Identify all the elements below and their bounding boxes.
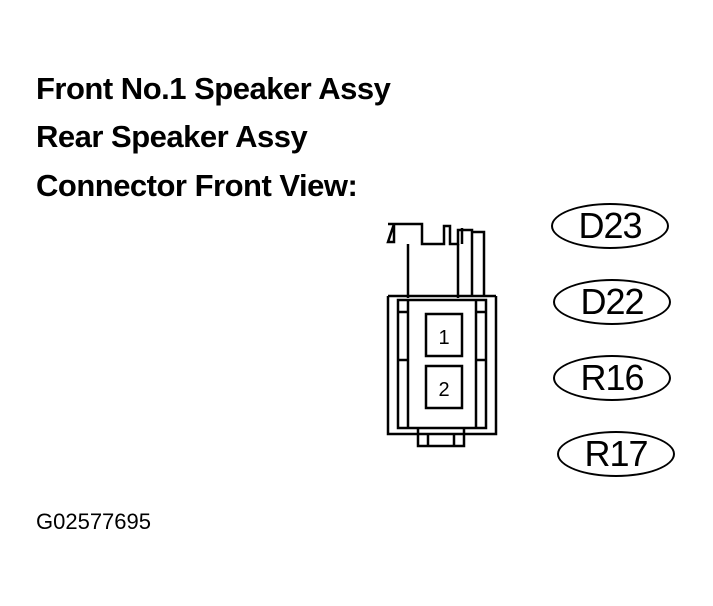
connector-code-d23: D23 (551, 203, 669, 249)
pin-label-1: 1 (438, 327, 449, 349)
connector-front-view-diagram: 1 2 (386, 222, 498, 448)
connector-code-d22: D22 (553, 279, 671, 325)
title-line-component-2: Rear Speaker Assy (36, 119, 308, 154)
connector-code-r17: R17 (557, 431, 675, 477)
connector-body (396, 298, 488, 430)
connector-code-r16: R16 (553, 355, 671, 401)
figure-id: G02577695 (36, 509, 151, 534)
pin-label-2: 2 (438, 379, 449, 401)
pin-cavity-1 (424, 312, 464, 358)
title-line-connector-view: Connector Front View: (36, 168, 358, 203)
connector-latch (388, 222, 474, 296)
pin-cavity-2 (424, 364, 464, 410)
title-line-component-1: Front No.1 Speaker Assy (36, 71, 391, 106)
